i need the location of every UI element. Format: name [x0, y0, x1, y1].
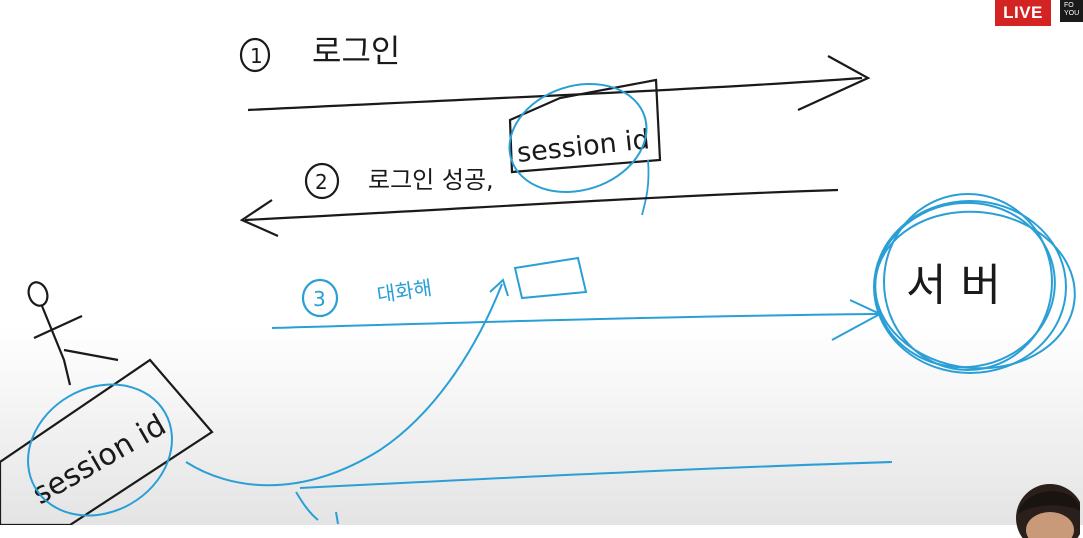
- step2-number-circle: [304, 162, 340, 200]
- step2-label: 로그인 성공,: [368, 166, 494, 194]
- live-badge: LIVE: [995, 0, 1051, 26]
- whiteboard-canvas: 1 로그인 2 로그인 성공, session id 3 대화해 서 버: [0, 32, 1076, 525]
- step1-label: 로그인: [312, 32, 400, 70]
- step2-number: 2: [315, 170, 328, 194]
- step2-arrow-head: [239, 199, 279, 238]
- server-circle-1: [873, 200, 1067, 374]
- user-body: [40, 305, 72, 386]
- session-id-highlight-circle: [508, 83, 648, 193]
- channel-logo-line1: FO: [1064, 2, 1074, 9]
- step3-arrow-line: [271, 313, 879, 329]
- server-circle-3: [874, 210, 1076, 370]
- flow-arrows: [185, 278, 893, 525]
- user-session-box-text: session id: [27, 408, 173, 512]
- session-to-request-head: [489, 278, 509, 297]
- session-to-request-curve: [185, 283, 503, 487]
- session-id-box-top: [508, 78, 662, 174]
- step2-group: 2 로그인 성공, session id: [239, 78, 839, 238]
- step3-group: 3 대화해: [271, 256, 883, 341]
- presenter-avatar-icon: [1016, 484, 1080, 538]
- webcam-presenter: [1010, 478, 1080, 538]
- step1-arrow-head: [797, 55, 871, 112]
- user-head: [27, 281, 49, 307]
- user-stick-figure: [27, 281, 119, 386]
- step3-label: 대화해: [375, 276, 433, 307]
- server-response-head: [295, 491, 319, 521]
- user-arms: [33, 315, 83, 339]
- user-session-box: session id: [0, 358, 214, 525]
- step3-number-circle: [301, 278, 339, 318]
- server-response-tick: [335, 511, 339, 525]
- user-session-highlight: [27, 383, 173, 517]
- channel-logo-line2: YOU: [1064, 10, 1080, 17]
- step3-number: 3: [313, 287, 326, 311]
- step3-small-box: [513, 256, 588, 300]
- session-id-highlight-tail: [641, 159, 650, 216]
- step1-arrow-line: [247, 76, 863, 112]
- server-circle-4: [883, 193, 1053, 371]
- channel-logo: FO YOU: [1060, 0, 1083, 22]
- step1-number-circle: [239, 37, 271, 73]
- step3-arrow-head: [831, 299, 883, 341]
- step2-arrow-line: [244, 188, 839, 222]
- user-legs: [63, 348, 119, 362]
- user-session-box-outline: [0, 358, 214, 525]
- step1-number: 1: [250, 44, 263, 68]
- step1-group: 1 로그인: [239, 32, 871, 112]
- server-label: 서 버: [906, 260, 1001, 311]
- server-node: 서 버: [873, 193, 1076, 374]
- server-response-line: [299, 461, 893, 489]
